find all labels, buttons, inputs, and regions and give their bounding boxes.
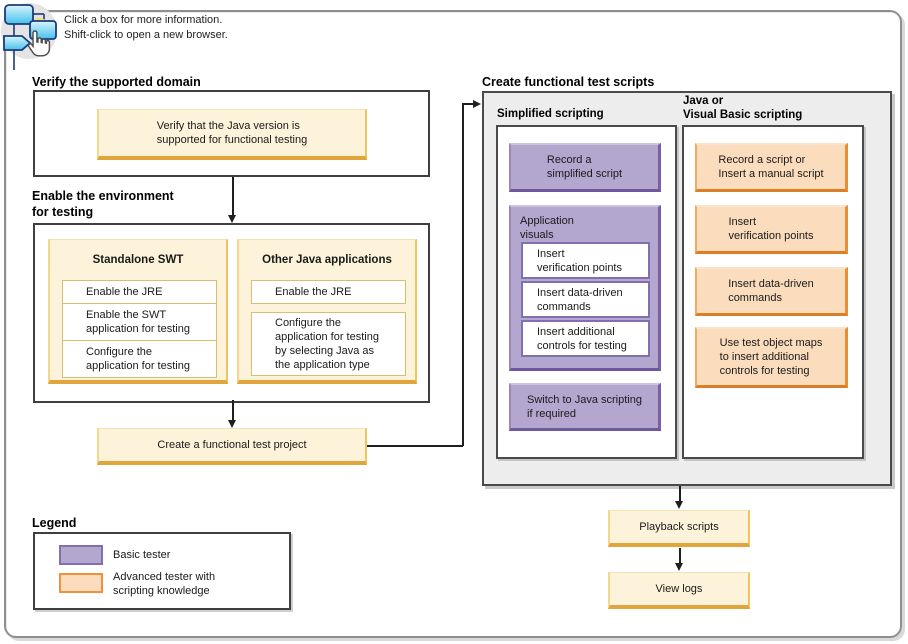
insert-verification-points-box[interactable]: Insert verification points [521,242,650,279]
verify-java-version-box[interactable]: Verify that the Java version is supporte… [97,109,367,160]
switch-to-java-scripting-label: Switch to Java scripting if required [527,393,642,420]
legend-basic-tester-swatch [59,545,103,565]
view-logs-box[interactable]: View logs [608,572,750,609]
swt-enable-application-box[interactable]: Enable the SWT application for testing [62,303,217,341]
swt-configure-application-box[interactable]: Configure the application for testing [62,340,217,378]
record-simplified-script-box[interactable]: Record a simplified script [509,143,661,192]
connector-playback-to-logs [679,548,681,565]
connector-project-up [462,103,464,446]
other-configure-application-label: Configure the application for testing by… [275,317,379,371]
record-script-box[interactable]: Record a script or Insert a manual scrip… [695,143,848,192]
record-simplified-script-label: Record a simplified script [546,154,623,180]
heading-create-scripts: Create functional test scripts [482,75,655,89]
swt-enable-application-label: Enable the SWT application for testing [86,309,190,335]
connector-project-into-panel [462,103,475,105]
record-script-label: Record a script or Insert a manual scrip… [718,154,824,180]
arrowhead-down-icon [228,215,236,223]
java-vb-scripting-title: Java or Visual Basic scripting [683,95,803,121]
arrowhead-down-icon [675,563,683,571]
legend-advanced-tester-swatch [59,573,103,593]
legend-advanced-tester-label: Advanced tester with scripting knowledge [113,571,216,597]
jvb-insert-data-driven-commands-label: Insert data-driven commands [728,278,814,304]
intro-instructions: Click a box for more information. Shift-… [64,14,228,41]
other-enable-jre-box[interactable]: Enable the JRE [251,280,406,304]
swt-enable-jre-box[interactable]: Enable the JRE [62,280,217,304]
insert-additional-controls-label: Insert additional controls for testing [537,325,627,352]
diagram-border [4,10,902,638]
connector-verify-to-enable [232,177,234,217]
simplified-scripting-title: Simplified scripting [497,108,604,120]
standalone-swt-title: Standalone SWT [92,254,184,266]
heading-legend: Legend [32,516,77,530]
flowchart-hand-cursor-icon [0,0,62,70]
arrowhead-right-icon [473,99,481,108]
arrowhead-down-icon [675,501,683,509]
swt-enable-jre-label: Enable the JRE [86,286,163,298]
view-logs-label: View logs [655,583,703,595]
switch-to-java-scripting-box[interactable]: Switch to Java scripting if required [509,383,661,431]
other-configure-application-box[interactable]: Configure the application for testing by… [251,312,406,376]
legend-basic-tester-label: Basic tester [113,549,171,561]
heading-verify-domain: Verify the supported domain [32,75,201,89]
arrowhead-down-icon [228,420,236,428]
verify-java-version-label: Verify that the Java version is supporte… [156,120,308,146]
connector-enable-to-project [232,400,234,422]
swt-configure-application-label: Configure the application for testing [86,346,190,372]
jvb-insert-data-driven-commands-box[interactable]: Insert data-driven commands [695,267,848,316]
application-visuals-title: Application visuals [520,215,574,241]
use-test-object-maps-label: Use test object maps to insert additiona… [719,337,823,377]
jvb-insert-verification-points-label: Insert verification points [728,216,814,242]
insert-data-driven-commands-box[interactable]: Insert data-driven commands [521,281,650,318]
playback-scripts-label: Playback scripts [639,521,719,533]
connector-panel-to-playback [679,486,681,503]
playback-scripts-box[interactable]: Playback scripts [608,510,750,547]
insert-data-driven-commands-label: Insert data-driven commands [537,286,623,313]
use-test-object-maps-box[interactable]: Use test object maps to insert additiona… [695,327,848,388]
create-project-label: Create a functional test project [157,439,307,451]
heading-enable-environment: Enable the environment for testing [32,189,174,219]
other-java-title: Other Java applications [262,254,392,266]
jvb-insert-verification-points-box[interactable]: Insert verification points [695,205,848,254]
connector-project-right [367,445,463,447]
other-enable-jre-label: Enable the JRE [275,286,352,298]
insert-verification-points-label: Insert verification points [537,247,622,274]
insert-additional-controls-box[interactable]: Insert additional controls for testing [521,320,650,357]
create-project-box[interactable]: Create a functional test project [97,428,367,465]
